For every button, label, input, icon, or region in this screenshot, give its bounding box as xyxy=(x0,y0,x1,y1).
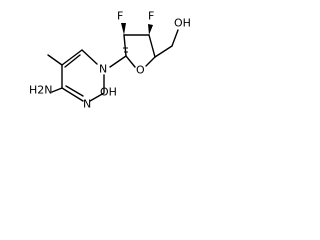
atom-f2: F xyxy=(148,10,154,23)
sugar-ring xyxy=(109,23,179,68)
bond-n1-c1prime xyxy=(109,55,127,68)
bond-c6-c5 xyxy=(61,49,83,66)
atom-nh2: H2N xyxy=(29,84,53,97)
bond-c3-c4 xyxy=(148,34,156,58)
bond-c4-n3 xyxy=(61,87,84,102)
bond-c5-methyl xyxy=(47,54,63,66)
bond-n1-c6 xyxy=(81,49,98,65)
atom-n1: N xyxy=(99,63,107,76)
atom-oh2: OH xyxy=(100,86,117,99)
atom-n3: N xyxy=(83,98,91,111)
wedge-c2-f xyxy=(121,23,126,35)
bond-n3-c2 xyxy=(89,92,105,102)
bond-c4-n3-double xyxy=(65,85,84,97)
bond-c4-ch2 xyxy=(154,45,173,58)
bond-ch2-oh xyxy=(171,29,179,47)
bond-c1-c2 xyxy=(123,34,127,57)
bond-o-c1 xyxy=(125,55,136,68)
bond-c6-c5-double xyxy=(64,54,81,68)
atom-ho: OH xyxy=(174,17,191,30)
bond-c4-nh2 xyxy=(51,87,63,93)
atom-ring-o: O xyxy=(136,64,145,77)
bond-c4-o xyxy=(145,56,156,67)
molecule-structure: F F OH O N N H2N OH xyxy=(29,10,191,111)
wedge-c3-f xyxy=(148,24,153,35)
pyrimidine-ring xyxy=(47,49,105,102)
atom-f1: F xyxy=(117,10,123,23)
